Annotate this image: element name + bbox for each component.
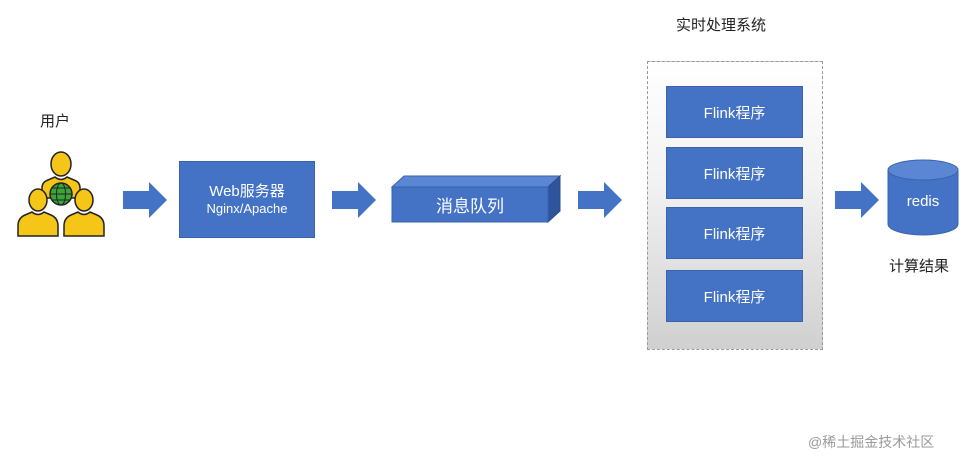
redis-caption: 计算结果 [889,258,950,275]
globe-icon [49,182,73,206]
flink-program: Flink程序 [666,270,803,322]
flink-program: Flink程序 [666,147,803,199]
flink-program: Flink程序 [666,86,803,138]
database-icon [887,159,959,236]
user-label: 用户 [40,113,71,130]
processing-title: 实时处理系统 [676,17,767,34]
arrow-right-icon [578,182,622,218]
arrow-right-icon [835,182,879,218]
users-icon [17,151,105,237]
web-server-title: Web服务器 [209,182,285,200]
arrow-right-icon [123,182,167,218]
message-queue-label: 消息队列 [436,196,504,216]
flink-program: Flink程序 [666,207,803,259]
message-queue-block [390,174,562,224]
watermark: @稀土掘金技术社区 [808,434,935,450]
redis-label: redis [906,192,940,210]
web-server-subtitle: Nginx/Apache [206,200,288,216]
arrow-right-icon [332,182,376,218]
web-server-box: Web服务器 Nginx/Apache [179,161,315,238]
